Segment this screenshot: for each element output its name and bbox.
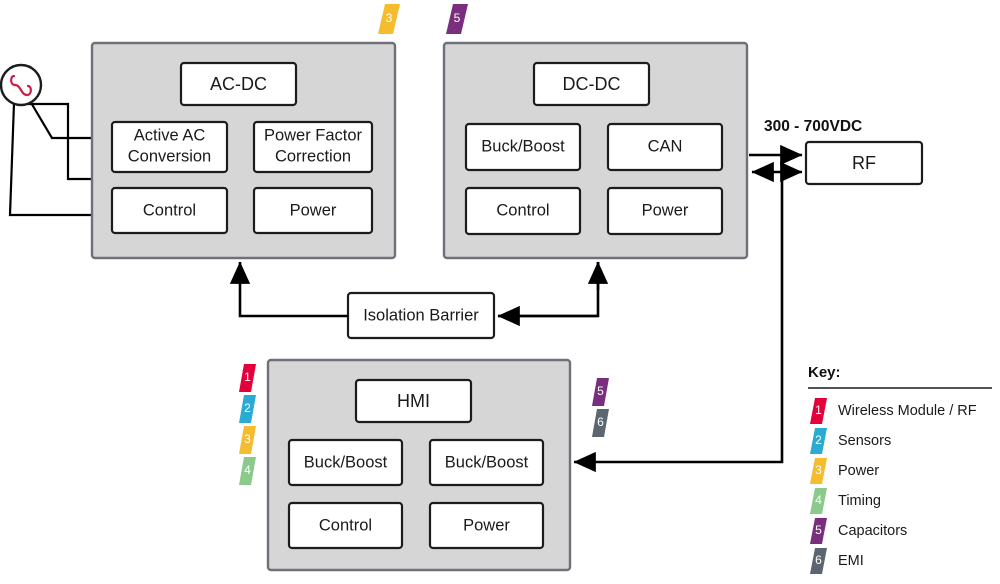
ac-dc-cell-control[interactable] [110, 186, 229, 235]
key-marker-shape [810, 428, 827, 454]
tag-marker-3-top: 3 [378, 4, 400, 34]
key-item-label: Capacitors [838, 523, 907, 539]
ac-dc-cell-power[interactable] [252, 186, 374, 235]
key-marker-number: 6 [815, 553, 822, 567]
tag-marker-4-hmi: 4 [239, 457, 256, 485]
key-item-label: Timing [838, 493, 881, 509]
ac-source-circle [0, 63, 43, 107]
ac-dc-cell-1-line1: Power Factor [264, 126, 363, 144]
voltage-label: 300 - 700VDC [764, 118, 862, 135]
key-marker-number: 2 [815, 433, 822, 447]
group-ac-dc[interactable]: AC-DC Active AC Conversion Power Factor … [90, 41, 397, 260]
tag-number: 2 [244, 401, 251, 415]
tag-marker-1-hmi: 1 [239, 364, 256, 392]
dc-dc-cell-power[interactable] [606, 186, 724, 236]
tag-shape [239, 364, 256, 392]
tag-shape [592, 409, 609, 437]
key-item-1: 1 Wireless Module / RF [810, 398, 977, 424]
tag-number: 6 [597, 415, 604, 429]
key-item-3: 3 Power [810, 458, 879, 484]
wire-dcdc-to-isolation-seg [498, 262, 600, 318]
ac-dc-header-label: AC-DC [210, 74, 267, 94]
dc-dc-cell-can[interactable] [606, 122, 724, 172]
ac-dc-cell-active-ac-conversion[interactable] [110, 120, 229, 174]
ac-dc-cell-2-label: Control [143, 201, 196, 219]
tag-marker-6-hmi: 6 [592, 409, 609, 437]
tag-shape [446, 4, 468, 34]
key-item-label: Power [838, 463, 879, 479]
key-marker-number: 3 [815, 463, 822, 477]
tag-number: 3 [244, 432, 251, 446]
hmi-cell-3-label: Power [463, 516, 510, 534]
key-marker-shape [810, 548, 827, 574]
hmi-header-label: HMI [397, 391, 430, 411]
dc-dc-cell-control[interactable] [464, 186, 582, 236]
key-item-label: Wireless Module / RF [838, 403, 977, 419]
ac-dc-cell-3-label: Power [290, 201, 337, 219]
dc-dc-cell-3-label: Power [642, 201, 689, 219]
dc-dc-cell-buck-boost[interactable] [464, 122, 582, 172]
ac-dc-cell-power-factor-correction[interactable] [252, 120, 374, 174]
ac-dc-cell-1-line2: Correction [275, 147, 351, 165]
hmi-header-box[interactable] [354, 378, 473, 424]
key-marker-shape [810, 398, 827, 424]
key-item-5: 5 Capacitors [810, 518, 907, 544]
hmi-cell-0-label: Buck/Boost [304, 453, 388, 471]
dc-dc-header-box[interactable] [532, 61, 651, 107]
dc-dc-cell-0-label: Buck/Boost [481, 137, 565, 155]
hmi-cell-power[interactable] [428, 501, 545, 550]
tag-number: 1 [244, 370, 251, 384]
tag-number: 3 [386, 11, 393, 25]
dc-dc-cell-2-label: Control [496, 201, 549, 219]
group-hmi[interactable]: HMI Buck/Boost Buck/Boost Control Power [266, 358, 572, 572]
rf-box-group[interactable]: RF [804, 140, 924, 186]
tag-shape [378, 4, 400, 34]
hmi-cell-control[interactable] [287, 501, 404, 550]
ac-dc-header-box[interactable] [179, 61, 298, 107]
key-marker-number: 5 [815, 523, 822, 537]
tag-number: 5 [597, 384, 604, 398]
key-item-4: 4 Timing [810, 488, 881, 514]
key-item-label: EMI [838, 553, 864, 569]
hmi-cell-buck-boost-left[interactable] [287, 438, 404, 487]
tag-marker-5-hmi: 5 [592, 378, 609, 406]
hmi-cell-2-label: Control [319, 516, 372, 534]
hmi-cell-buck-boost-right[interactable] [428, 438, 545, 487]
ac-dc-cell-0-line2: Conversion [128, 147, 211, 165]
isolation-barrier-group[interactable]: Isolation Barrier [346, 291, 496, 340]
rf-label: RF [852, 153, 876, 173]
tag-shape [239, 426, 256, 454]
key-marker-number: 1 [815, 403, 822, 417]
hmi-cell-1-label: Buck/Boost [445, 453, 529, 471]
tag-shape [239, 395, 256, 423]
key-item-6: 6 EMI [810, 548, 864, 574]
key-title: Key: [808, 364, 841, 381]
tag-marker-2-hmi: 2 [239, 395, 256, 423]
wire-isolation-to-acdc [229, 261, 348, 318]
isolation-barrier-label: Isolation Barrier [363, 306, 479, 324]
key-legend: Key: 1 Wireless Module / RF 2 Sensors 3 … [808, 364, 992, 574]
key-item-label: Sensors [838, 433, 891, 449]
tag-shape [592, 378, 609, 406]
key-marker-number: 4 [815, 493, 822, 507]
key-marker-shape [810, 518, 827, 544]
tag-number: 5 [454, 11, 461, 25]
dc-dc-cell-1-label: CAN [648, 137, 683, 155]
key-item-2: 2 Sensors [810, 428, 891, 454]
ac-dc-cell-0-line1: Active AC [134, 126, 206, 144]
key-marker-shape [810, 458, 827, 484]
sine-wave-icon [10, 74, 32, 97]
wire-rf-to-hmi [573, 172, 784, 473]
key-marker-shape [810, 488, 827, 514]
tag-shape [239, 457, 256, 485]
tag-marker-5-top: 5 [446, 4, 468, 34]
dc-dc-header-label: DC-DC [563, 74, 621, 94]
rf-box[interactable] [804, 140, 924, 186]
tag-number: 4 [244, 463, 251, 477]
tag-marker-3-hmi: 3 [239, 426, 256, 454]
group-dc-dc[interactable]: DC-DC Buck/Boost CAN Control Power [442, 41, 749, 260]
